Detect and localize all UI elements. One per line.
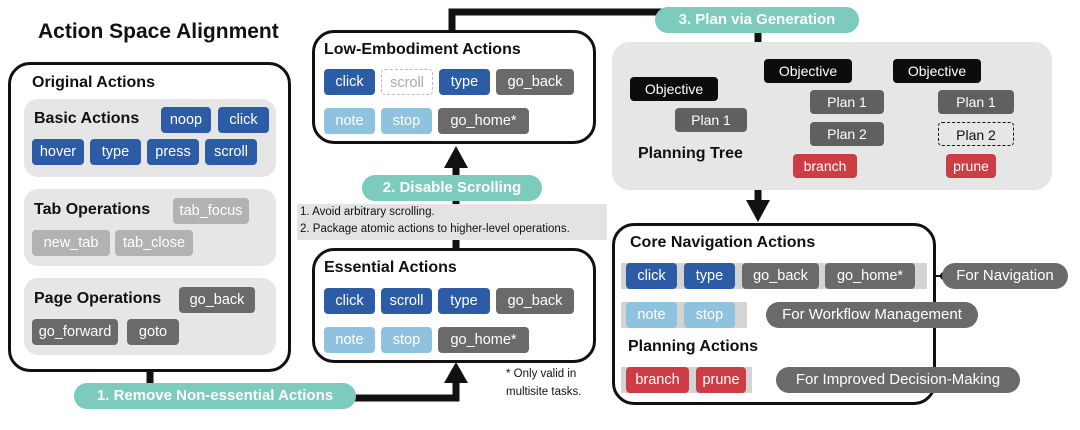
chip-scroll: scroll: [205, 139, 257, 165]
footnote-line2: multisite tasks.: [506, 386, 582, 398]
chip-noop: noop: [161, 107, 211, 133]
low-chip-scroll: scroll: [381, 69, 433, 95]
essential-chip-stop: stop: [381, 327, 432, 353]
arrow-plan-head: [746, 200, 770, 222]
low-chip-go-back: go_back: [496, 69, 574, 95]
low-embodiment-title: Low-Embodiment Actions: [324, 41, 521, 58]
essential-chip-note: note: [324, 327, 375, 353]
essential-chip-scroll: scroll: [381, 288, 432, 314]
tag-for-decision-making: For Improved Decision-Making: [776, 367, 1020, 393]
essential-chip-type: type: [438, 288, 490, 314]
tag-for-navigation: For Navigation: [942, 263, 1068, 289]
prune-badge: prune: [946, 154, 996, 178]
chip-go-forward: go_forward: [32, 319, 118, 345]
step2-label: 2. Disable Scrolling: [362, 175, 542, 201]
tree3-plan1: Plan 1: [938, 90, 1014, 114]
planning-tree-label: Planning Tree: [638, 145, 743, 162]
main-title: Action Space Alignment: [38, 20, 279, 43]
core-chip-go-back: go_back: [742, 263, 819, 289]
chip-tab-close: tab_close: [115, 230, 193, 256]
original-actions-title: Original Actions: [32, 74, 155, 91]
low-chip-note: note: [324, 108, 375, 134]
tab-operations-title: Tab Operations: [34, 201, 151, 218]
core-chip-click: click: [626, 263, 677, 289]
chip-press: press: [147, 139, 199, 165]
low-chip-go-home: go_home*: [438, 108, 529, 134]
footnote-line1: * Only valid in: [506, 368, 577, 380]
essential-chip-go-home: go_home*: [438, 327, 529, 353]
chip-click: click: [218, 107, 269, 133]
tree2-plan1: Plan 1: [810, 90, 884, 114]
step2-note-1: 1. Avoid arbitrary scrolling.: [300, 206, 435, 218]
core-chip-prune: prune: [696, 367, 746, 393]
tree3-objective: Objective: [893, 59, 981, 83]
chip-hover: hover: [32, 139, 84, 165]
core-chip-note: note: [626, 302, 677, 328]
page-operations-title: Page Operations: [34, 290, 162, 307]
low-chip-click: click: [324, 69, 375, 95]
low-chip-type: type: [439, 69, 490, 95]
step2-note-2: 2. Package atomic actions to higher-leve…: [300, 223, 570, 235]
chip-go-back: go_back: [179, 287, 255, 313]
tree1-objective: Objective: [630, 77, 718, 101]
planning-actions-title: Planning Actions: [628, 338, 759, 355]
tree2-objective: Objective: [764, 59, 852, 83]
tree3-plan2-pruned: Plan 2: [938, 122, 1014, 146]
step1-label: 1. Remove Non-essential Actions: [74, 383, 356, 409]
core-chip-stop: stop: [684, 302, 735, 328]
chip-new-tab: new_tab: [32, 230, 110, 256]
core-chip-type: type: [684, 263, 735, 289]
essential-chip-click: click: [324, 288, 375, 314]
arrow-disable-head: [444, 146, 468, 168]
tag-for-workflow: For Workflow Management: [766, 302, 978, 328]
tree2-plan2: Plan 2: [810, 122, 884, 146]
tree1-plan1: Plan 1: [675, 108, 747, 132]
chip-goto: goto: [127, 319, 179, 345]
step3-label: 3. Plan via Generation: [655, 7, 859, 33]
essential-actions-title: Essential Actions: [324, 259, 457, 276]
essential-chip-go-back: go_back: [496, 288, 574, 314]
core-navigation-title: Core Navigation Actions: [630, 234, 816, 251]
chip-type: type: [90, 139, 141, 165]
core-chip-branch: branch: [626, 367, 689, 393]
low-chip-stop: stop: [381, 108, 432, 134]
step2-notes-box: [297, 204, 607, 240]
branch-badge: branch: [793, 154, 857, 178]
chip-tab-focus: tab_focus: [173, 198, 249, 224]
core-chip-go-home: go_home*: [825, 263, 915, 289]
arrow-remove-head: [444, 362, 468, 383]
basic-actions-title: Basic Actions: [34, 110, 140, 127]
